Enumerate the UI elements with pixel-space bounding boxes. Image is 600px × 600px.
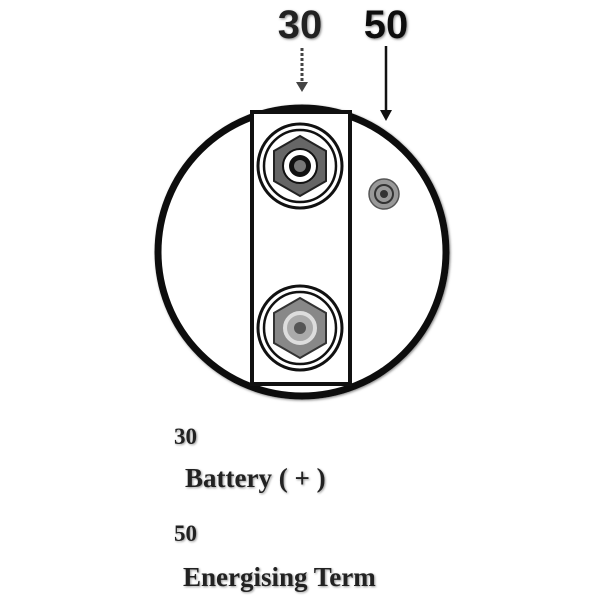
- terminal-30-nut: [256, 122, 344, 210]
- terminal-50-screw: [368, 178, 400, 210]
- arrow-50: [380, 46, 392, 121]
- arrow-30: [296, 48, 308, 92]
- terminal-ground-nut: [256, 284, 344, 372]
- legend-50-number: 50: [174, 521, 197, 546]
- legend-30-number: 30: [174, 424, 197, 449]
- terminal-30-label: 30: [278, 3, 323, 47]
- legend-50-description: Energising Term: [183, 562, 376, 592]
- legend-30-description: Battery ( + ): [185, 463, 326, 493]
- terminal-50-label: 50: [364, 3, 409, 47]
